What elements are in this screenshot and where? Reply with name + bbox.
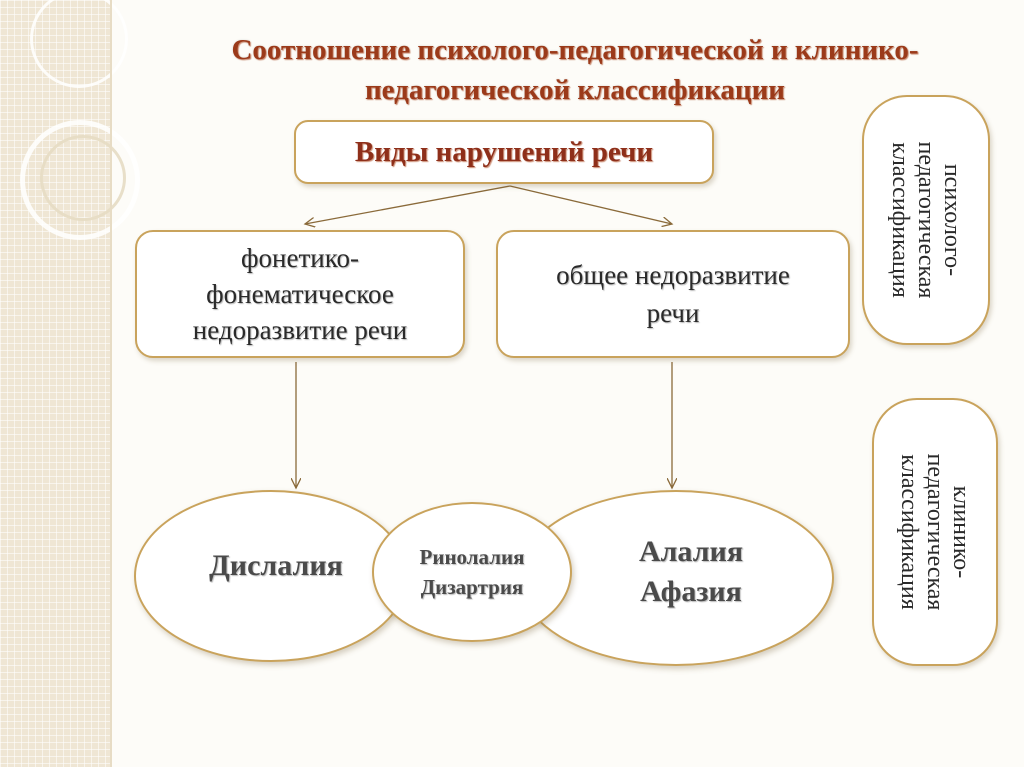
speech-disorders-root-box: Виды нарушений речи [294,120,714,184]
phonetic-phonemic-box: фонетико- фонематическое недоразвитие ре… [135,230,465,358]
root-label: Виды нарушений речи [354,135,654,168]
arrow-root-to-right [509,185,672,224]
decorative-ring [40,135,126,221]
psycho-pedagogical-label-box: психолого- педагогическая классификация [862,95,990,345]
slide-title: Соотношение психолого-педагогической и к… [231,34,919,106]
general-underdevelopment-box: общее недоразвитие речи [496,230,850,358]
decorative-side-strip [0,0,140,767]
phonetic-phonemic-label: фонетико- фонематическое недоразвитие ре… [192,243,408,345]
rhinolalia-dysarthria-label: Ринолалия Дизартрия [419,545,525,599]
clinical-pedagogical-label: клинико- педагогическая классификация [896,453,974,611]
dyslalia-ellipse: Дислалия [134,490,408,662]
alalia-aphasia-label: Алалия Афазия [638,535,744,608]
general-underdevelopment-label: общее недоразвитие речи [556,260,790,328]
decorative-ring [30,0,128,88]
decorative-ring [20,120,140,240]
psycho-pedagogical-label: психолого- педагогическая классификация [887,141,965,299]
divider [110,0,112,767]
rhinolalia-dysarthria-ellipse: Ринолалия Дизартрия [372,502,572,642]
dyslalia-label: Дислалия [209,549,343,582]
arrow-root-to-left [305,185,511,224]
clinical-pedagogical-label-box: клинико- педагогическая классификация [872,398,998,666]
